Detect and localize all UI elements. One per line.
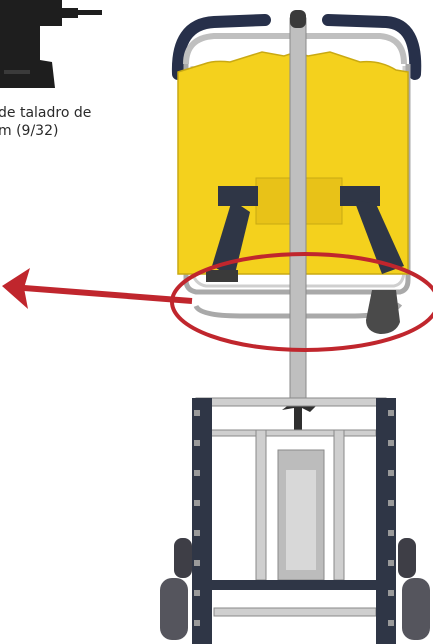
track-left bbox=[192, 398, 212, 644]
drill-bit-caption: de taladro de m (9/32) bbox=[0, 104, 158, 140]
drill-icon bbox=[0, 0, 102, 88]
base-frame bbox=[195, 397, 387, 617]
highlight-ellipse bbox=[170, 252, 433, 352]
wheel-left bbox=[160, 538, 192, 640]
caption-line-2: m (9/32) bbox=[0, 123, 59, 139]
track-right bbox=[376, 398, 396, 644]
arrow-left-icon bbox=[2, 268, 193, 309]
restraint-straps bbox=[206, 186, 404, 334]
caption-line-1: de taladro de bbox=[0, 105, 92, 121]
wheel-right bbox=[398, 538, 430, 640]
